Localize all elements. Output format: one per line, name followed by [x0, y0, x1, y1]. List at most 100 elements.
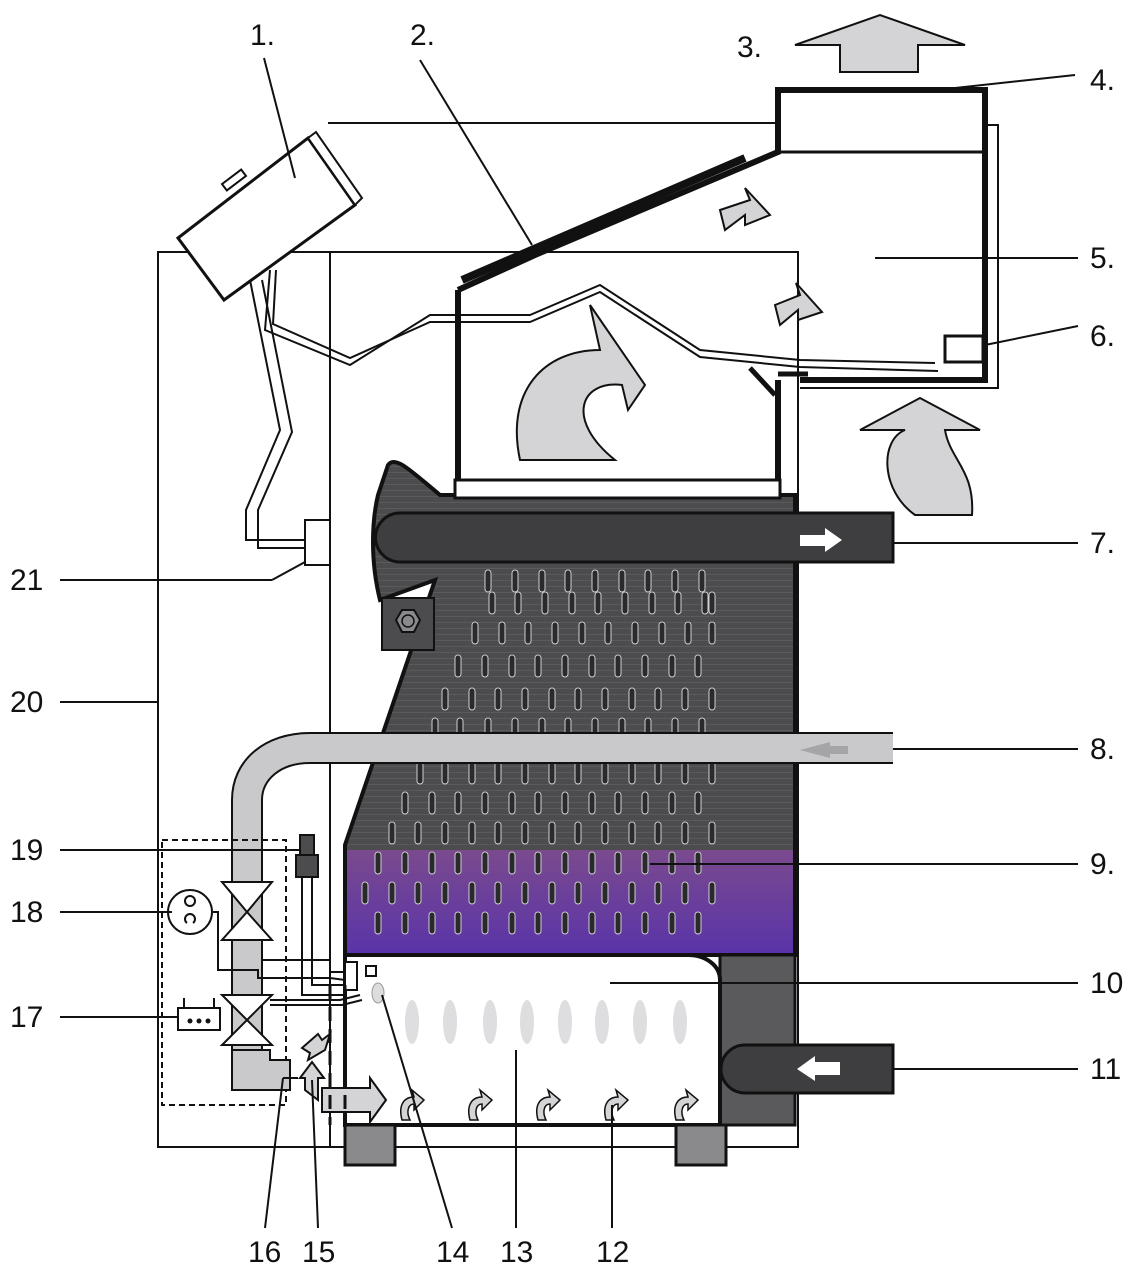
flue-slot	[694, 791, 702, 815]
flue-slot	[441, 881, 449, 905]
flue-slot	[361, 881, 369, 905]
leader-lines	[60, 57, 1079, 1229]
flue-slot	[454, 911, 462, 935]
label-13: 13	[500, 1236, 533, 1269]
flue-slot	[654, 761, 662, 785]
flue-slot	[521, 881, 529, 905]
flue-slot	[521, 761, 529, 785]
label-14: 14	[436, 1236, 469, 1269]
flue-slot	[428, 911, 436, 935]
label-2: 2.	[410, 19, 435, 52]
flue-slot	[588, 851, 596, 875]
flue-slot	[468, 821, 476, 845]
label-17: 17	[10, 1001, 43, 1034]
flue-slot	[698, 569, 706, 593]
flue-slot	[481, 911, 489, 935]
flue-slot	[604, 621, 612, 645]
flue-slot	[414, 821, 422, 845]
flue-slot	[641, 654, 649, 678]
flue-slot	[574, 821, 582, 845]
burner-flame	[558, 1000, 572, 1044]
flue-slot	[591, 569, 599, 593]
flue-slot	[594, 591, 602, 615]
flue-slot	[674, 591, 682, 615]
flue-slot	[498, 621, 506, 645]
flue-slot	[481, 654, 489, 678]
flue-slot	[508, 911, 516, 935]
gas-valve-assembly	[161, 839, 291, 1106]
combustion-chamber-purple	[347, 850, 793, 953]
flue-slot	[614, 654, 622, 678]
flue-slot	[614, 791, 622, 815]
flue-slot	[708, 881, 716, 905]
flue-slot	[694, 654, 702, 678]
primary-air-arrow	[400, 1087, 426, 1121]
flue-slot	[671, 569, 679, 593]
flue-slot	[631, 621, 639, 645]
gas-valve-lower	[219, 994, 275, 1022]
flue-slot	[668, 911, 676, 935]
flue-slot	[668, 791, 676, 815]
burner-flame	[483, 1000, 497, 1044]
flue-slot	[628, 881, 636, 905]
flue-slot	[561, 791, 569, 815]
label-21: 21	[10, 564, 43, 597]
flue-slot	[534, 851, 542, 875]
flue-gas-arrows	[515, 13, 981, 516]
label-12: 12	[596, 1236, 629, 1269]
burner-chamber	[343, 953, 728, 1167]
part-labels: 1. 2. 3. 4. 5. 6. 7. 8. 9. 10 11 12 13 1…	[10, 19, 1123, 1269]
overheat-sensor	[295, 834, 347, 1125]
pilot-line	[213, 911, 385, 1006]
flue-slot	[494, 821, 502, 845]
drain-plug-nut	[394, 609, 422, 633]
flue-slot	[538, 569, 546, 593]
pilot-flame	[371, 982, 385, 1004]
flue-slot	[401, 911, 409, 935]
flue-slot	[428, 851, 436, 875]
dilution-air-arrow	[859, 396, 981, 516]
control-thermostat	[175, 130, 364, 303]
flue-slot	[441, 687, 449, 711]
label-10: 10	[1090, 967, 1123, 1000]
flue-slot	[574, 881, 582, 905]
flue-slot	[628, 761, 636, 785]
flue-slot	[654, 881, 662, 905]
label-3: 3.	[737, 31, 762, 64]
flue-slot	[468, 761, 476, 785]
spill-sensor	[943, 334, 985, 364]
flue-slot	[601, 821, 609, 845]
flue-slot	[588, 654, 596, 678]
primary-air-arrow	[674, 1087, 700, 1121]
flue-slot	[508, 654, 516, 678]
burner-flame	[633, 1000, 647, 1044]
flue-slot	[601, 761, 609, 785]
label-11: 11	[1090, 1053, 1121, 1086]
flue-slot	[494, 761, 502, 785]
capillary-tubes	[245, 269, 939, 549]
flue-slot	[614, 851, 622, 875]
heat-exchanger-flue-slots	[361, 569, 716, 935]
flue-slot	[416, 761, 424, 785]
flue-slot	[494, 881, 502, 905]
flue-slot	[681, 821, 689, 845]
return-pipe	[231, 732, 893, 896]
flue-slot	[588, 911, 596, 935]
flue-slot	[521, 821, 529, 845]
flue-slot	[401, 851, 409, 875]
flue-slot	[614, 911, 622, 935]
burner-flame	[673, 1000, 687, 1044]
primary-air-arrow	[468, 1087, 494, 1121]
label-7: 7.	[1090, 527, 1115, 560]
label-5: 5.	[1090, 242, 1115, 275]
flue-slot	[488, 591, 496, 615]
flue-slot	[374, 911, 382, 935]
flue-slot	[454, 791, 462, 815]
primary-air-arrows	[400, 1087, 700, 1121]
flue-slot	[481, 791, 489, 815]
flue-slot	[534, 654, 542, 678]
flue-slot	[658, 621, 666, 645]
flue-slot	[548, 761, 556, 785]
flue-slot	[601, 881, 609, 905]
